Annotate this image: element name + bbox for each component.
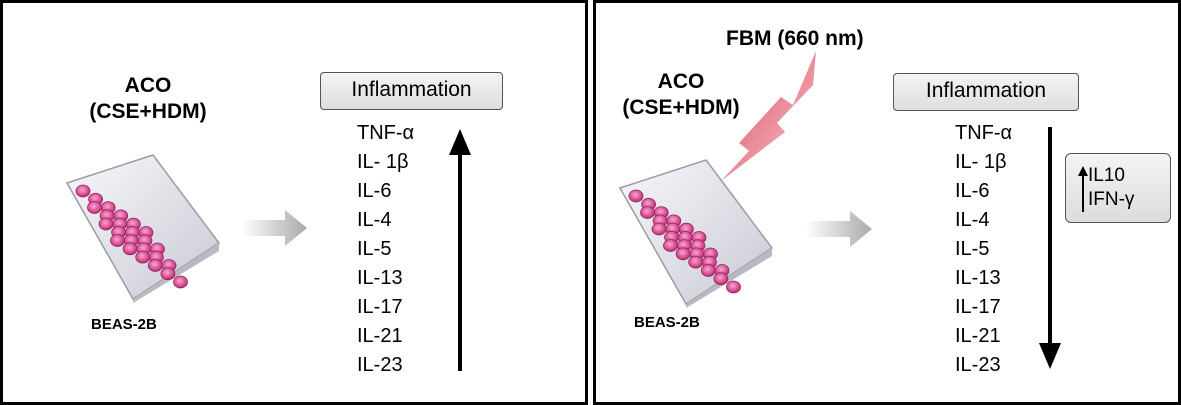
well [110,234,125,247]
well [87,201,102,214]
condition-title-line1: ACO [124,74,172,97]
condition-title-line2: (CSE+HDM) [89,100,207,123]
cytokine-item: IL-17 [955,296,1001,318]
cytokine-item: IL-4 [955,209,990,231]
well [726,280,741,294]
small-up-arrow-icon [1078,166,1088,212]
vertical-arrow-icon [449,129,471,371]
well [98,217,114,231]
cytokine-item: IL-23 [955,354,1001,376]
well [135,250,151,264]
cytokine-item: IL-13 [357,267,403,289]
well [147,259,163,272]
gray-right-arrow-icon [241,210,307,246]
inflammation-box: Inflammation [320,72,503,110]
cytokine-item: TNF-α [357,122,415,144]
vertical-arrow-icon [1039,127,1061,369]
well [663,239,678,252]
treatment-label: FBM (660 nm) [726,27,864,50]
cytokine-item: IL-17 [357,296,403,318]
condition-title-line1: ACO [657,70,705,93]
increased-marker: IL10 [1088,165,1125,186]
cytokine-item: TNF-α [955,122,1013,144]
condition-title-line2: (CSE+HDM) [622,96,740,119]
increased-marker: IFN-γ [1088,189,1135,210]
laser-beam-icon [721,51,816,181]
well-plate-icon [65,154,221,303]
well [75,184,91,198]
cell-line-label: BEAS-2B [634,314,700,331]
inflammation-box: Inflammation [893,73,1079,111]
well [651,222,667,236]
well [160,267,176,281]
condition-title: ACO (CSE+HDM) [601,69,761,121]
cytokine-item: IL-5 [357,238,392,260]
cytokine-item: IL-5 [955,238,990,260]
cytokine-item: IL-23 [357,354,403,376]
well [173,275,188,289]
well [640,206,655,219]
condition-title: ACO (CSE+HDM) [63,73,233,125]
well [700,264,716,277]
cytokine-item: IL- 1β [955,151,1007,173]
well [628,189,644,203]
cytokine-item: IL-13 [955,267,1001,289]
well [122,242,138,256]
panel-fbm-treated: FBM (660 nm) ACO (CSE+HDM) BEAS-2B Infla… [593,0,1181,405]
well [688,255,704,269]
cell-line-label: BEAS-2B [91,316,157,333]
cytokine-item: IL- 1β [357,151,409,173]
cytokine-item: IL-21 [955,325,1001,347]
well [675,247,691,261]
well-plate-icon [618,159,774,308]
gray-right-arrow-icon [806,211,872,247]
cytokine-item: IL-4 [357,209,392,231]
cytokine-item: IL-6 [357,180,392,202]
cytokine-item: IL-6 [955,180,990,202]
well [713,272,729,286]
cytokine-item: IL-21 [357,325,403,347]
panel-untreated: ACO (CSE+HDM) BEAS-2B Inflammation TNF-α… [0,0,588,405]
